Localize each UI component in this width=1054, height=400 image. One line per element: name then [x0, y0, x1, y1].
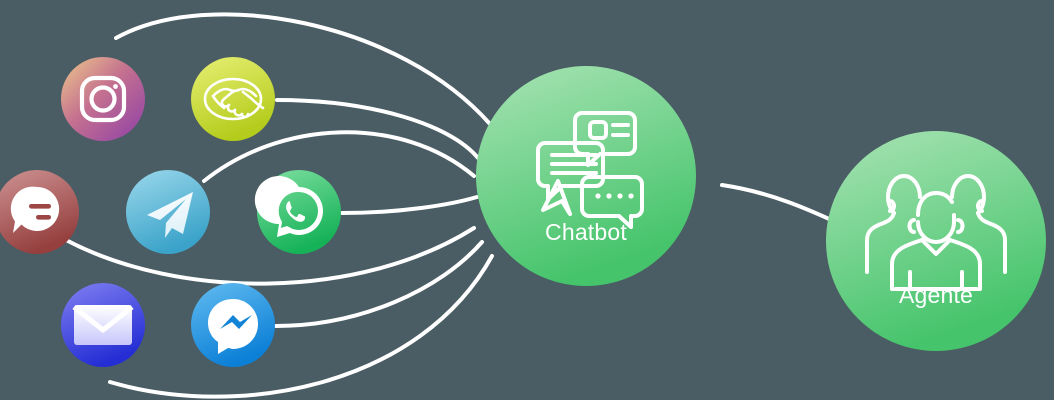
hub-chatbot-label: Chatbot	[545, 219, 627, 245]
instagram-icon	[79, 75, 127, 123]
hub-agente[interactable]: Agente	[826, 131, 1046, 351]
channel-email[interactable]	[61, 283, 145, 367]
channel-instagram-circle	[61, 57, 145, 141]
hub-chatbot[interactable]: Chatbot	[476, 66, 696, 286]
channel-messenger[interactable]	[191, 283, 275, 367]
channel-handshake-circle	[191, 57, 275, 141]
connector-instagram-to-chatbot	[114, 12, 492, 126]
chat-icon	[10, 186, 60, 233]
people-group-icon	[865, 174, 1007, 291]
channel-telegram[interactable]	[126, 170, 210, 254]
whatsapp-icon	[254, 176, 323, 237]
connector-whatsapp-to-chatbot	[340, 195, 479, 215]
connector-handshake-to-chatbot	[275, 98, 480, 160]
handshake-icon	[203, 77, 265, 121]
envelope-icon	[72, 305, 134, 345]
connector-messenger-to-chatbot	[274, 240, 484, 328]
connector-chat-to-chatbot	[64, 226, 476, 286]
connector-email-to-chatbot	[108, 254, 494, 399]
channel-whatsapp[interactable]	[254, 170, 341, 254]
messenger-icon	[208, 299, 258, 354]
chat-bubbles-icon	[536, 111, 644, 229]
telegram-icon	[147, 192, 193, 238]
hub-agente-label: Agente	[899, 282, 973, 308]
channel-instagram[interactable]	[61, 57, 145, 141]
channel-handshake[interactable]	[191, 57, 275, 141]
connector-telegram-to-chatbot	[202, 130, 476, 183]
channel-chat[interactable]	[0, 170, 79, 254]
